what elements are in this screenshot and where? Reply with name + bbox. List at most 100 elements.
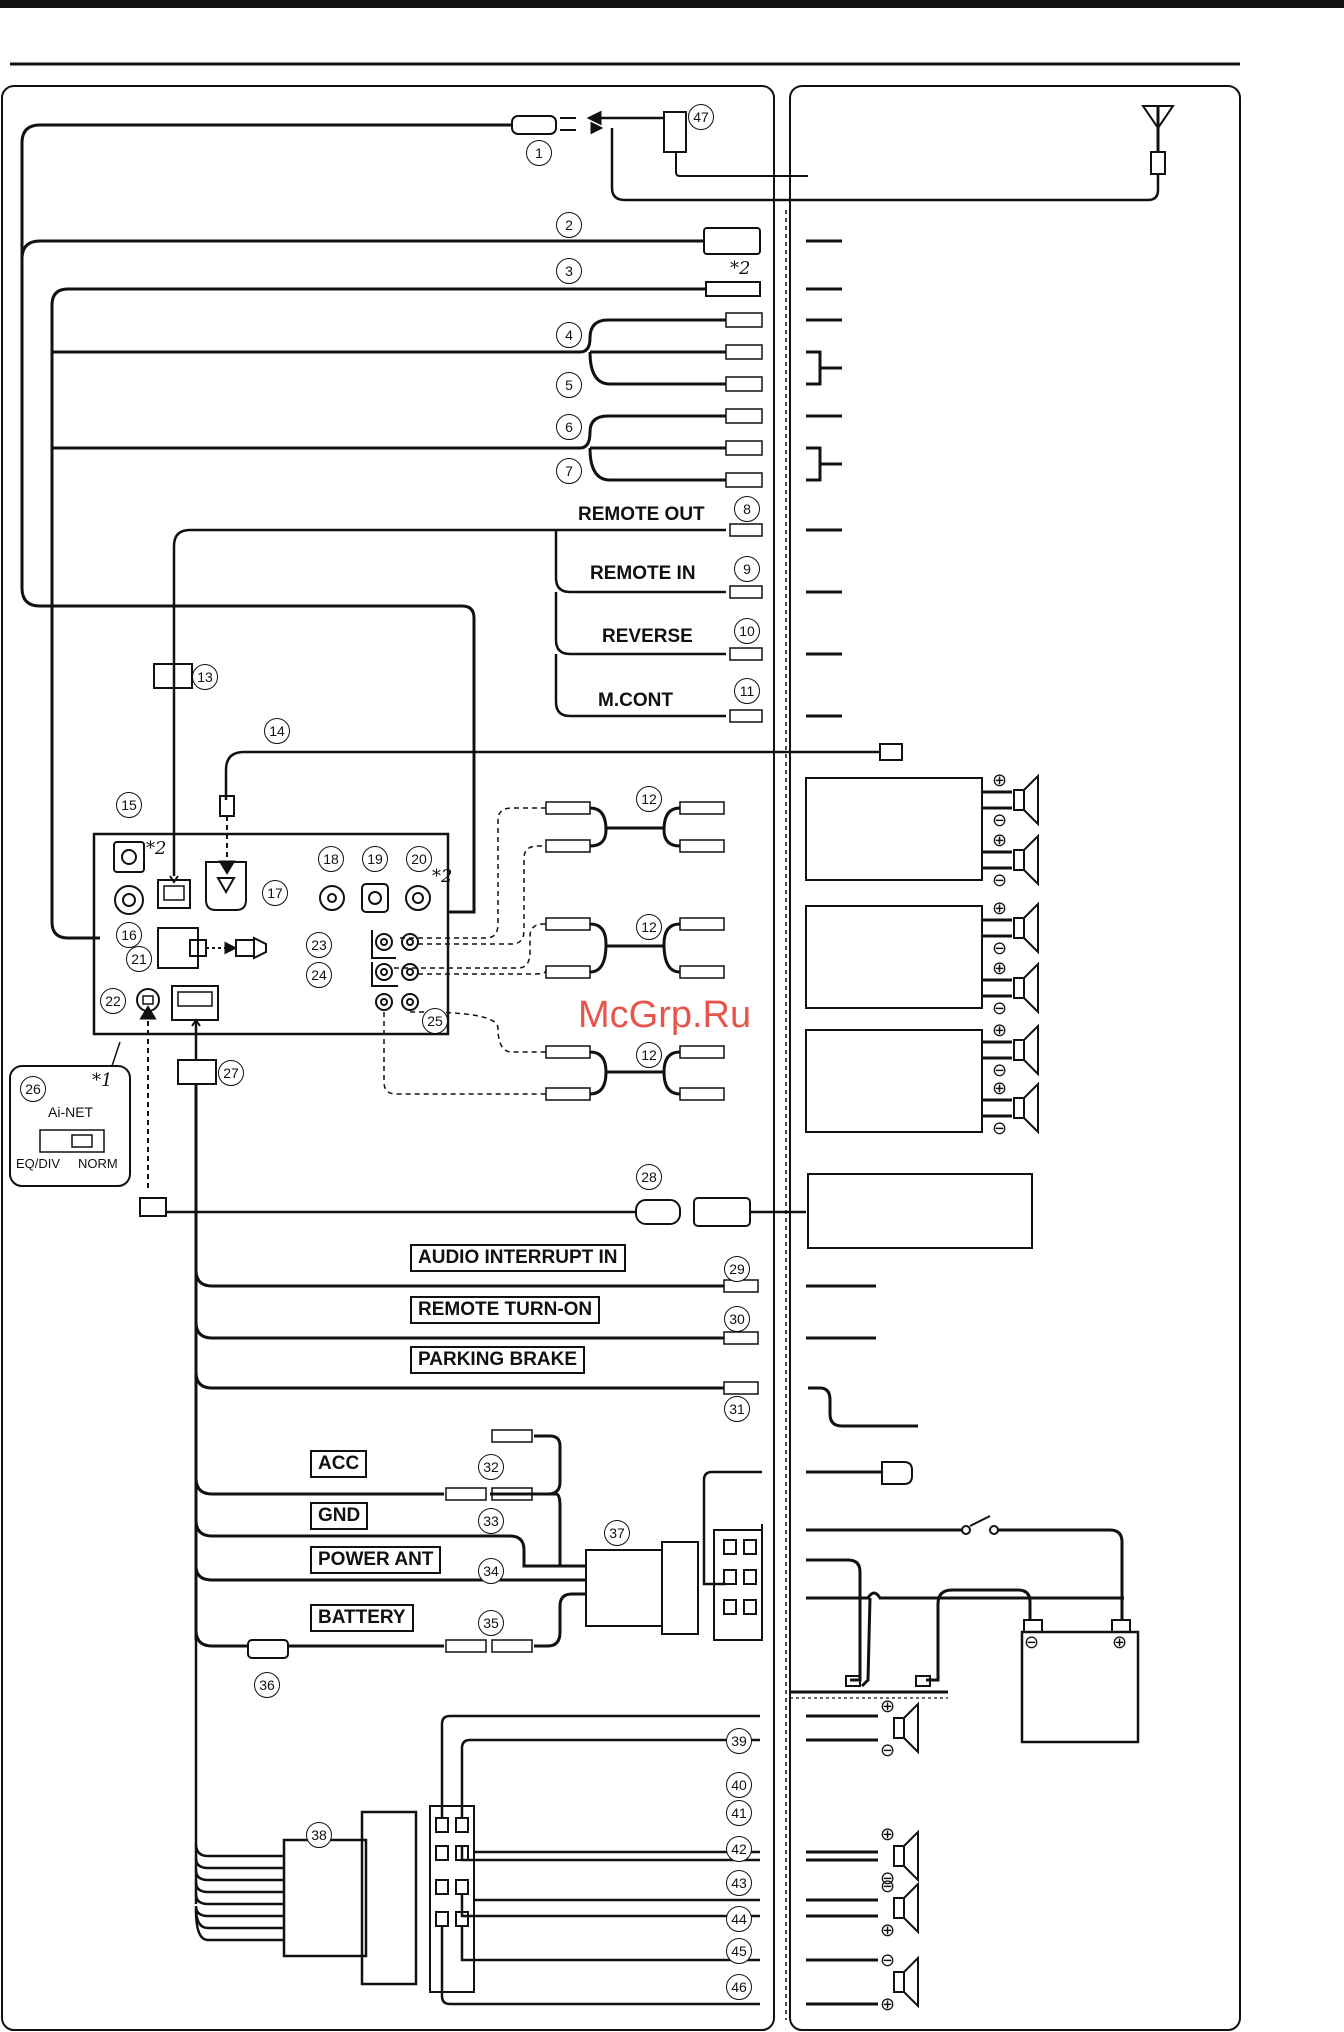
callout-44: 44 (726, 1906, 752, 1932)
minus-symbol: ⊖ (992, 810, 1008, 830)
callout-12-3: 12 (636, 1042, 662, 1068)
amp-speaker-6-icon (1013, 1081, 1039, 1135)
label-reverse: REVERSE (602, 626, 693, 647)
callout-31: 31 (724, 1396, 750, 1422)
amp-speaker-5-icon (1013, 1023, 1039, 1077)
callout-10: 10 (734, 618, 760, 644)
callout-35: 35 (478, 1610, 504, 1636)
minus-symbol: ⊖ (992, 938, 1008, 958)
callout-33: 33 (478, 1508, 504, 1534)
battery-minus-symbol: ⊖ (1024, 1632, 1040, 1652)
amp-speaker-2-icon (1013, 833, 1039, 887)
plus-symbol: ⊕ (992, 958, 1008, 978)
callout-7: 7 (556, 458, 582, 484)
polarity-symbol: ⊖ (880, 1868, 896, 1888)
callout-36: 36 (254, 1672, 280, 1698)
callout-2: 2 (556, 212, 582, 238)
callout-19: 19 (362, 846, 388, 872)
minus-symbol: ⊖ (992, 998, 1008, 1018)
callout-15: 15 (116, 792, 142, 818)
callout-17: 17 (262, 880, 288, 906)
label-parking-brake: PARKING BRAKE (410, 1346, 586, 1374)
callout-25: 25 (422, 1008, 448, 1034)
minus-symbol: ⊖ (992, 1118, 1008, 1138)
rear-speaker-4-icon (893, 1955, 919, 2009)
callout-40: 40 (726, 1772, 752, 1798)
polarity-symbol: ⊖ (880, 1950, 896, 1970)
minus-symbol: ⊖ (992, 870, 1008, 890)
callout-29: 29 (724, 1256, 750, 1282)
watermark: McGrp.Ru (578, 994, 752, 1036)
label-power-ant: POWER ANT (310, 1546, 442, 1574)
label-remote-in: REMOTE IN (590, 563, 696, 584)
switch-right-label: NORM (78, 1156, 118, 1171)
callout-8: 8 (734, 496, 760, 522)
callout-16: 16 (116, 922, 142, 948)
label-audio-interrupt-in: AUDIO INTERRUPT IN (410, 1244, 626, 1272)
label-gnd: GND (310, 1502, 369, 1530)
callout-32: 32 (478, 1454, 504, 1480)
callout-27: 27 (218, 1060, 244, 1086)
callout-4: 4 (556, 322, 582, 348)
callout-38: 38 (306, 1822, 332, 1848)
amp-speaker-4-icon (1013, 961, 1039, 1015)
callout-26: 26 (20, 1076, 46, 1102)
plus-symbol: ⊕ (992, 770, 1008, 790)
callout-13: 13 (192, 664, 218, 690)
rear-speaker-1-icon (893, 1701, 919, 1755)
callout-12-2: 12 (636, 914, 662, 940)
label-m-cont: M.CONT (598, 690, 673, 711)
callout-43: 43 (726, 1870, 752, 1896)
callout-20: 20 (406, 846, 432, 872)
callout-11: 11 (734, 678, 760, 704)
plus-symbol: ⊕ (992, 898, 1008, 918)
rear-speaker-2-icon (893, 1829, 919, 1883)
switch-left-label: EQ/DIV (16, 1156, 61, 1171)
callout-42: 42 (726, 1836, 752, 1862)
polarity-symbol: ⊕ (880, 1920, 896, 1940)
callout-9: 9 (734, 556, 760, 582)
callout-47: 47 (688, 104, 714, 130)
callout-18: 18 (318, 846, 344, 872)
plus-symbol: ⊕ (992, 1020, 1008, 1040)
minus-symbol: ⊖ (992, 1060, 1008, 1080)
amp-speaker-1-icon (1013, 773, 1039, 827)
callout-46: 46 (726, 1974, 752, 2000)
polarity-symbol: ⊖ (880, 1876, 896, 1896)
label-acc: ACC (310, 1450, 368, 1478)
plus-symbol: ⊕ (992, 830, 1008, 850)
callout-41: 41 (726, 1800, 752, 1826)
callout-12: 12 (636, 786, 662, 812)
callout-14: 14 (264, 718, 290, 744)
polarity-symbol: ⊖ (880, 1740, 896, 1760)
callout-23: 23 (306, 932, 332, 958)
callout-37: 37 (604, 1520, 630, 1546)
callout-28: 28 (636, 1164, 662, 1190)
callout-30: 30 (724, 1306, 750, 1332)
note-asterisk-2-a: *2 (730, 258, 751, 279)
callout-39: 39 (726, 1728, 752, 1754)
callout-24: 24 (306, 962, 332, 988)
callout-21: 21 (126, 946, 152, 972)
polarity-symbol: ⊕ (880, 1696, 896, 1716)
battery-plus-symbol: ⊕ (1112, 1632, 1128, 1652)
note-asterisk-2-b: *2 (146, 838, 167, 859)
label-remote-out: REMOTE OUT (578, 504, 705, 525)
callout-6: 6 (556, 414, 582, 440)
polarity-symbol: ⊕ (880, 1994, 896, 2014)
callout-5: 5 (556, 372, 582, 398)
switch-title: Ai-NET (48, 1104, 94, 1120)
label-remote-turn-on: REMOTE TURN-ON (410, 1296, 601, 1324)
callout-1: 1 (526, 140, 552, 166)
amp-speaker-3-icon (1013, 901, 1039, 955)
rear-speaker-3-icon (893, 1881, 919, 1935)
callout-3: 3 (556, 258, 582, 284)
plus-symbol: ⊕ (992, 1078, 1008, 1098)
note-asterisk-1: *1 (92, 1070, 113, 1091)
note-asterisk-2-c: *2 (432, 866, 453, 887)
callout-45: 45 (726, 1938, 752, 1964)
callout-34: 34 (478, 1558, 504, 1584)
callout-22: 22 (100, 988, 126, 1014)
polarity-symbol: ⊕ (880, 1824, 896, 1844)
